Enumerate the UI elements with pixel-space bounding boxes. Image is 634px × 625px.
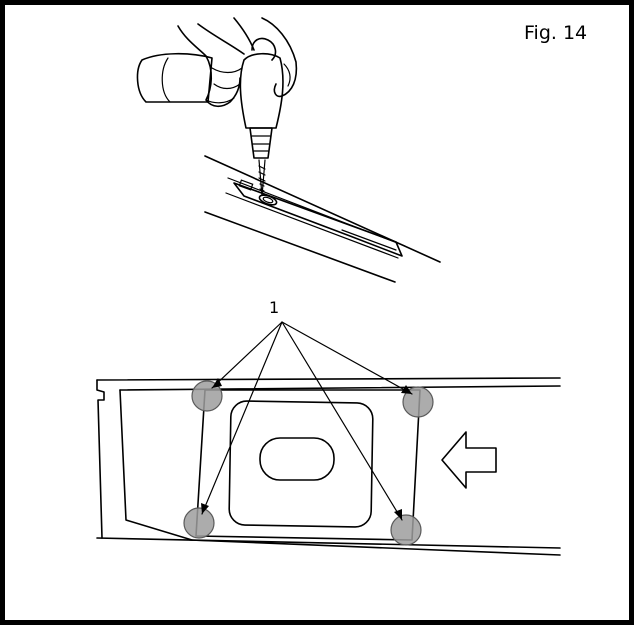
hand-thumb [251,37,277,61]
second-hand [261,17,298,98]
hand-outline [177,25,241,108]
plate-recess [228,400,374,528]
arrowhead-top-left [212,378,222,388]
leader-bottom-left [201,321,283,515]
direction-arrow-icon [441,431,497,489]
plate-illustration [96,321,561,556]
drill-rear-handle [136,52,213,103]
fixing-point-top-right [402,386,434,418]
callout-leaders [201,321,413,521]
leader-top-left [211,321,283,389]
arrowhead-bottom-right [394,509,402,520]
drill-target-hole [258,194,278,206]
fixing-point-top-left [191,380,223,412]
beam-bottom-edge-2 [189,539,561,556]
callout-number: 1 [269,298,280,317]
hand-wrist [197,17,255,55]
beam-top-edge [96,377,561,381]
rail-inner-line-2 [225,192,399,259]
rail-slot [233,182,403,257]
rail-edge-bottom [204,211,396,283]
figure-label: Fig. 14 [524,22,588,44]
drill-illustration [136,17,441,283]
fixing-point-bottom-left [183,507,215,539]
fixing-point-bottom-right [390,514,422,546]
drill-body [239,52,284,129]
plate-oval-slot [259,437,335,481]
beam-left-face [119,389,193,541]
rail-slot-strip [341,229,397,251]
leader-top-right [281,321,413,395]
leader-bottom-right [281,321,403,521]
arrowhead-top-right [401,385,412,394]
beam-left-end [96,379,105,539]
drill-chuck [249,127,273,159]
arrowhead-bottom-left [201,503,209,514]
drill-target-hole-inner [262,196,274,204]
hand-fingers [205,67,243,104]
beam-bottom-edge [96,537,561,549]
rail-small-hole [238,179,254,191]
